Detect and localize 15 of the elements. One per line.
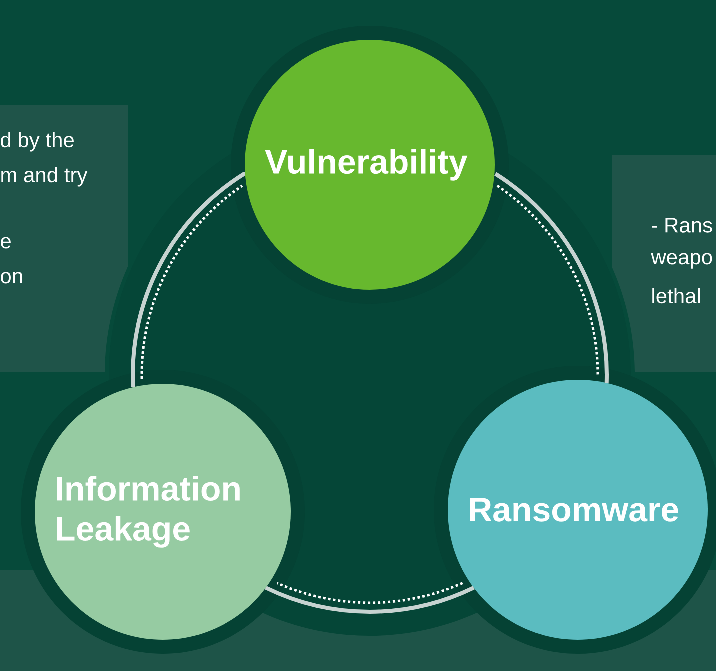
text-line: on (1, 272, 22, 284)
node-label: Ransomware (470, 498, 678, 522)
node-label: Information Leakage (57, 476, 240, 548)
text-line: weapo (651, 253, 712, 269)
ring-arc (140, 184, 244, 379)
text-line: d by the (1, 132, 74, 152)
text-line: lethal (652, 288, 700, 304)
ring-arc (276, 582, 464, 604)
text-line: - Rans (652, 218, 712, 233)
text-line: e (1, 237, 11, 249)
text-panel (0, 105, 128, 372)
node-label: Vulnerability (265, 149, 468, 181)
ring-arc (496, 184, 600, 375)
text-line: m and try (2, 167, 88, 187)
text-panel (612, 154, 716, 372)
